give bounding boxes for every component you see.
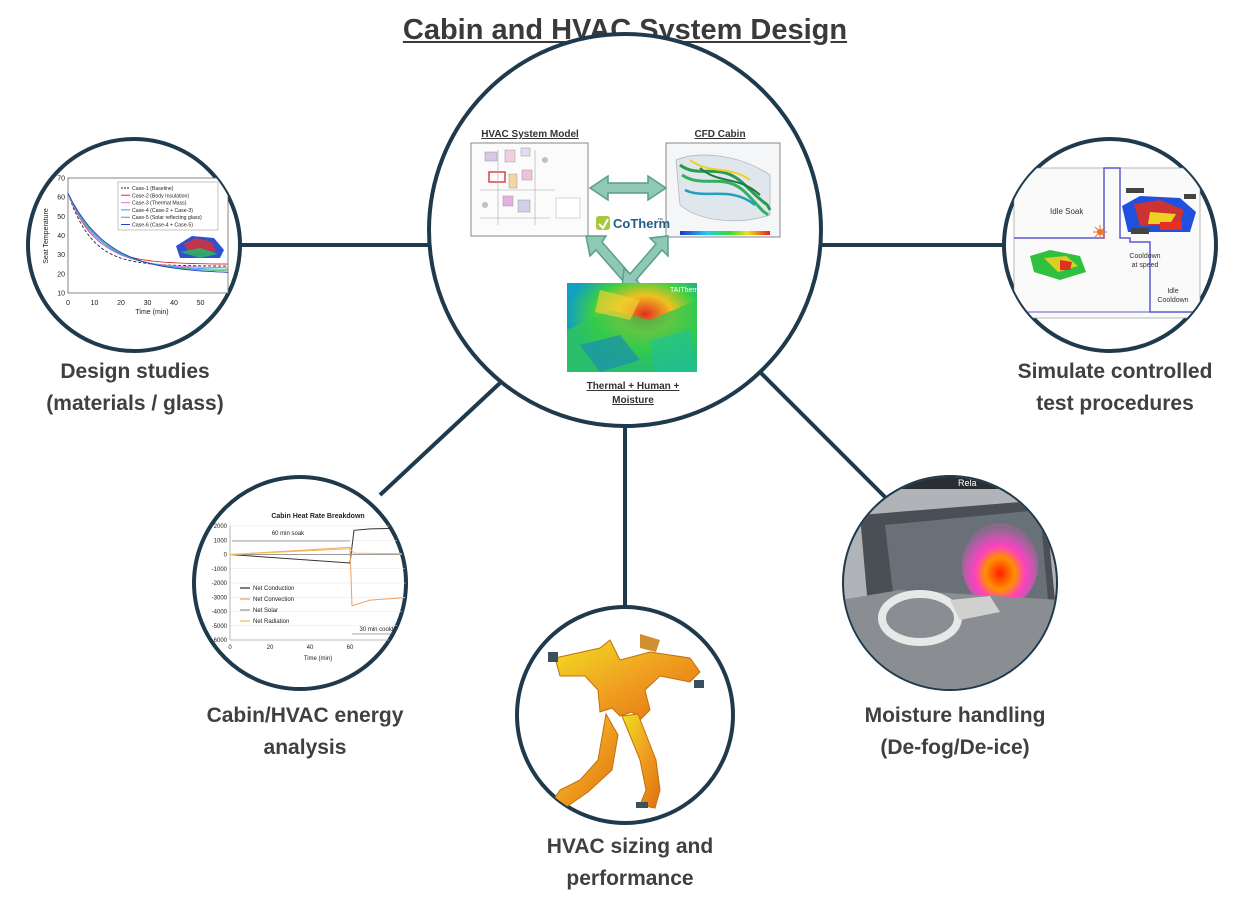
sun-icon bbox=[1093, 225, 1107, 239]
soak-label: 60 min soak bbox=[272, 531, 305, 537]
test-procedure-chart: Idle Soak Cooldown at speed Idle Cooldow… bbox=[1013, 167, 1201, 319]
seat-series-line bbox=[67, 193, 228, 267]
cooldown-label-1: Cooldown bbox=[1129, 253, 1160, 260]
heat-rate-chart: Cabin Heat Rate Breakdown 2000 1000 0 -1000… bbox=[212, 513, 406, 662]
car-thermal-thumbnail bbox=[176, 236, 224, 258]
seat-legend-entry: Case-5 (Solar reflecting glass) bbox=[132, 215, 202, 221]
idle-cooldown-label-1: Idle bbox=[1167, 288, 1178, 295]
caption-simulate-line2: test procedures bbox=[1036, 392, 1194, 415]
cfd-cabin-image bbox=[665, 142, 781, 238]
cooldown-label-2: at speed bbox=[1132, 262, 1159, 269]
caption-moisture-line2: (De-fog/De-ice) bbox=[880, 736, 1030, 759]
heat-ytick: -6000 bbox=[212, 638, 228, 644]
seat-ytick: 60 bbox=[57, 195, 65, 202]
seat-temperature-chart: Seat Temperature Time (min) 70 60 50 40 30 20… bbox=[43, 176, 229, 316]
heat-legend-entry: Net Conduction bbox=[253, 586, 294, 592]
idle-cooldown-label-2: Cooldown bbox=[1157, 297, 1188, 304]
heat-legend-entry: Net Solar bbox=[253, 608, 278, 614]
hvac-sizing-circle bbox=[515, 605, 735, 825]
seat-series-line bbox=[67, 193, 229, 273]
caption-design-studies: Design studies (materials / glass) bbox=[20, 356, 250, 420]
heat-ytick: -4000 bbox=[212, 610, 228, 616]
car-thermal-bottom bbox=[1030, 250, 1086, 280]
seat-legend-entry: Case-4 (Case-2 + Case-3) bbox=[132, 208, 193, 214]
heat-xtick: 0 bbox=[228, 645, 232, 651]
seat-ytick: 70 bbox=[57, 176, 65, 183]
moisture-circle: Rela bbox=[842, 475, 1058, 691]
seat-legend-entry: Case-1 (Baseline) bbox=[132, 186, 174, 192]
thermal-label-line2: Moisture bbox=[612, 395, 654, 406]
heat-xtick: 60 bbox=[347, 645, 354, 651]
seat-xtick: 40 bbox=[170, 300, 178, 307]
heat-xtick: 40 bbox=[307, 645, 314, 651]
hub-circle: HVAC System Model CFD Cabin bbox=[427, 32, 823, 428]
double-arrow-horizontal bbox=[588, 174, 668, 202]
seat-legend-entry: Case-3 (Thermal Mass) bbox=[132, 201, 187, 207]
caption-sizing-line2: performance bbox=[566, 867, 694, 890]
heat-xtick: 20 bbox=[267, 645, 274, 651]
seat-xtick: 50 bbox=[197, 300, 205, 307]
moisture-partial-label: Rela bbox=[958, 478, 977, 488]
heat-ytick: 0 bbox=[224, 553, 228, 559]
connector-moisture bbox=[758, 370, 887, 499]
cotherm-logo: CoTherm ™ bbox=[596, 216, 670, 231]
seat-xtick: 30 bbox=[144, 300, 152, 307]
heat-ytick: 2000 bbox=[214, 524, 228, 530]
seat-legend-entry: Case-6 (Case-4 + Case-5) bbox=[132, 223, 193, 229]
connector-lines bbox=[240, 243, 1004, 607]
heat-series-line bbox=[229, 527, 406, 564]
seat-xtick: 10 bbox=[91, 300, 99, 307]
thermal-label-line1: Thermal + Human + bbox=[587, 381, 680, 392]
simulate-tests-circle: Idle Soak Cooldown at speed Idle Cooldow… bbox=[1002, 137, 1218, 353]
seat-xtick: 20 bbox=[117, 300, 125, 307]
seat-ytick: 20 bbox=[57, 271, 65, 278]
heat-ytick: -2000 bbox=[212, 581, 228, 587]
caption-sizing-line1: HVAC sizing and bbox=[546, 835, 714, 858]
hvac-model-image bbox=[470, 142, 589, 237]
heat-legend-entry: Net Convection bbox=[253, 597, 294, 603]
heat-legend-entry: Net Radiation bbox=[253, 619, 289, 625]
cfd-cabin-label: CFD Cabin bbox=[694, 129, 745, 140]
seat-ytick: 40 bbox=[57, 233, 65, 240]
caption-moisture-line1: Moisture handling bbox=[864, 704, 1046, 727]
cotherm-tm: ™ bbox=[657, 217, 663, 224]
seat-ytick: 50 bbox=[57, 214, 65, 221]
car-thermal-top bbox=[1122, 196, 1196, 232]
taitherm-label: TAITherm bbox=[670, 287, 701, 294]
cotherm-label: CoTherm bbox=[613, 216, 670, 231]
seat-legend-box bbox=[117, 181, 219, 231]
seat-ytick: 10 bbox=[57, 291, 65, 298]
seat-xtick: 0 bbox=[66, 300, 70, 307]
heat-xlabel: Time (min) bbox=[304, 656, 332, 662]
heat-series-line bbox=[229, 546, 406, 607]
caption-design-line2: (materials / glass) bbox=[46, 392, 224, 415]
connector-energy bbox=[378, 381, 502, 497]
thermal-cabin-image: TAITherm bbox=[567, 283, 701, 372]
seat-legend-entry: Case-2 (Body Insulation) bbox=[132, 193, 189, 199]
heat-chart-title: Cabin Heat Rate Breakdown bbox=[271, 513, 364, 520]
seat-xlabel: Time (min) bbox=[135, 309, 168, 316]
caption-simulate-line1: Simulate controlled bbox=[1017, 360, 1213, 383]
heat-ytick: -5000 bbox=[212, 624, 228, 630]
heat-series-line bbox=[229, 548, 406, 555]
heat-ytick: 1000 bbox=[214, 538, 228, 544]
energy-analysis-circle: Cabin Heat Rate Breakdown 2000 1000 0 -1000… bbox=[192, 475, 408, 691]
caption-design-line1: Design studies bbox=[60, 360, 210, 383]
cooldown-annotation: 30 min cooldown bbox=[359, 627, 404, 633]
caption-energy-line2: analysis bbox=[263, 736, 347, 759]
caption-sizing: HVAC sizing and performance bbox=[510, 831, 750, 895]
caption-energy: Cabin/HVAC energy analysis bbox=[180, 700, 430, 764]
caption-simulate: Simulate controlled test procedures bbox=[990, 356, 1240, 420]
seat-ytick: 30 bbox=[57, 252, 65, 259]
seat-ylabel: Seat Temperature bbox=[43, 208, 50, 264]
caption-moisture: Moisture handling (De-fog/De-ice) bbox=[835, 700, 1075, 764]
idle-soak-label: Idle Soak bbox=[1050, 207, 1084, 216]
hvac-model-label: HVAC System Model bbox=[481, 129, 579, 140]
caption-energy-line1: Cabin/HVAC energy bbox=[206, 704, 404, 727]
heat-ytick: -1000 bbox=[212, 567, 228, 573]
heat-ytick: -3000 bbox=[212, 595, 228, 601]
duct-thermal-model bbox=[546, 634, 704, 809]
design-studies-circle: Seat Temperature Time (min) 70 60 50 40 30 20… bbox=[26, 137, 242, 353]
